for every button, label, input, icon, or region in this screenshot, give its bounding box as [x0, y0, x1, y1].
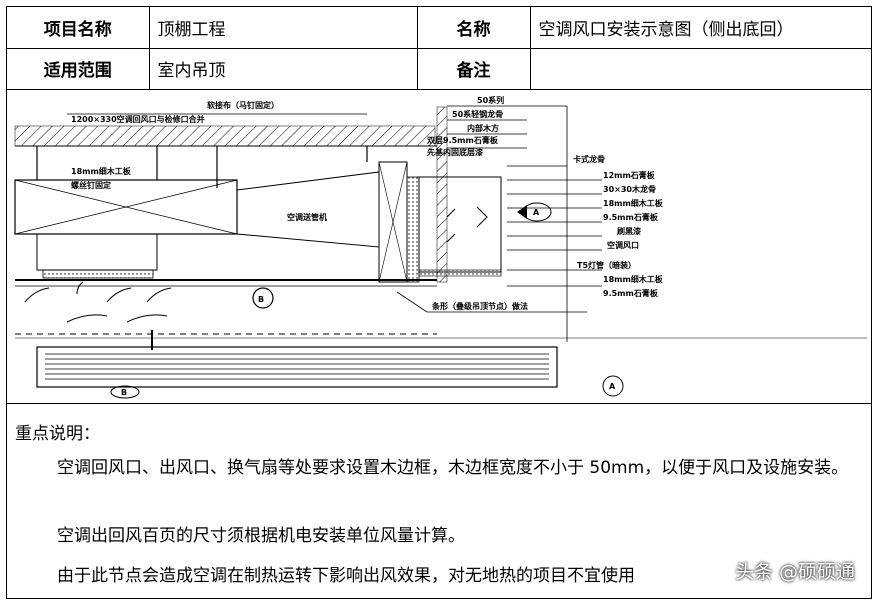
annot-r4: 双层9.5mm石膏板 [427, 135, 499, 145]
watermark: 头条 @硕硕通 [735, 557, 855, 584]
annot-r11: 刷黑漆 [616, 226, 641, 236]
project-name-label: 项目名称 [7, 7, 150, 49]
remark-label: 备注 [416, 47, 531, 90]
section-mark-b [252, 287, 274, 309]
grille-slats [45, 353, 549, 380]
section-mark-a-elev [602, 375, 624, 397]
concrete-slab [14, 125, 436, 147]
header-row: 项目名称 顶棚工程 名称 空调风口安装示意图（侧出底回） [7, 7, 871, 49]
title-value: 空调风口安装示意图（侧出底回） [529, 7, 871, 49]
annot-r3: 内部木方 [467, 123, 499, 133]
annot-r6: 卡式龙骨 [573, 154, 605, 164]
mark-b2-label: B [121, 388, 127, 397]
annot-top-center: 软接布（马钉固定） [207, 100, 279, 110]
annot-r8: 30×30木龙骨 [603, 184, 656, 194]
note-paragraph-3: 由于此节点会造成空调在制热运转下影响出风效果，对无地热的项目不宜使用 [57, 566, 635, 586]
watermark-text: 头条 @硕硕通 [734, 561, 855, 583]
remark-value [529, 47, 871, 90]
supply-duct [236, 171, 380, 248]
project-name-value: 顶棚工程 [148, 7, 418, 49]
annot-r9: 18mm细木工板 [603, 198, 664, 208]
annot-r12: 空调风口 [607, 240, 639, 250]
notes-title: 重点说明： [15, 424, 100, 444]
return-air-box [36, 233, 158, 271]
annot-r7: 12mm石膏板 [603, 170, 656, 180]
leader-lines [447, 105, 602, 342]
annot-r5: 先基内固底层漆 [427, 147, 483, 157]
annot-r13: T5灯管（暗装） [577, 260, 636, 270]
scope-label: 适用范围 [7, 47, 150, 90]
header-table: 项目名称 顶棚工程 名称 空调风口安装示意图（侧出底回） 适用范围 室内吊顶 备… [7, 7, 871, 90]
note-paragraph-2: 空调出回风百页的尺寸须根据机电安装单位风量计算。 [57, 526, 465, 546]
annot-bottom: 条形（叠级吊顶节点）做法 [431, 301, 528, 311]
title-label: 名称 [416, 7, 531, 49]
annot-r10: 9.5mm石膏板 [603, 212, 659, 222]
annot-r14: 18mm细木工板 [603, 274, 664, 284]
note-paragraph-1: 空调回风口、出风口、换气扇等处要求设置木边框，木边框宽度不小于 50mm，以便于… [57, 458, 849, 478]
mark-a-elev-label: A [609, 382, 616, 391]
annot-duct-left1: 18mm细木工板 [71, 166, 132, 176]
header-row: 适用范围 室内吊顶 备注 [7, 47, 871, 90]
scope-value: 室内吊顶 [148, 47, 418, 90]
section-drawing-svg: A 50系列 50系轻钢龙骨 内部木方 [14, 95, 867, 399]
mark-a-label: A [533, 208, 540, 217]
section-mark-b-elev [110, 385, 140, 399]
annot-r15: 9.5mm石膏板 [603, 288, 659, 298]
air-outlet-cavity [418, 176, 502, 273]
annot-duct-left2: 螺丝钉固定 [71, 180, 111, 190]
annot-duct: 空调送管机 [287, 212, 327, 222]
annot-r2: 50系轻钢龙骨 [452, 109, 503, 119]
gypsum-board-stack [406, 176, 420, 283]
hanger-rods [36, 146, 368, 188]
document-sheet: 项目名称 顶棚工程 名称 空调风口安装示意图（侧出底回） 适用范围 室内吊顶 备… [6, 6, 872, 599]
grille-elevation [36, 346, 558, 388]
mark-b-label: B [258, 295, 264, 304]
notes-section: 重点说明： 空调回风口、出风口、换气扇等处要求设置木边框，木边框宽度不小于 50… [7, 404, 871, 598]
annot-top-left: 1200×330空调回风口与检修口合并 [71, 114, 205, 124]
airflow-arrows [15, 281, 437, 335]
cad-drawing: A 50系列 50系轻钢龙骨 内部木方 [7, 92, 871, 404]
annot-r1: 50系列 [477, 95, 504, 105]
